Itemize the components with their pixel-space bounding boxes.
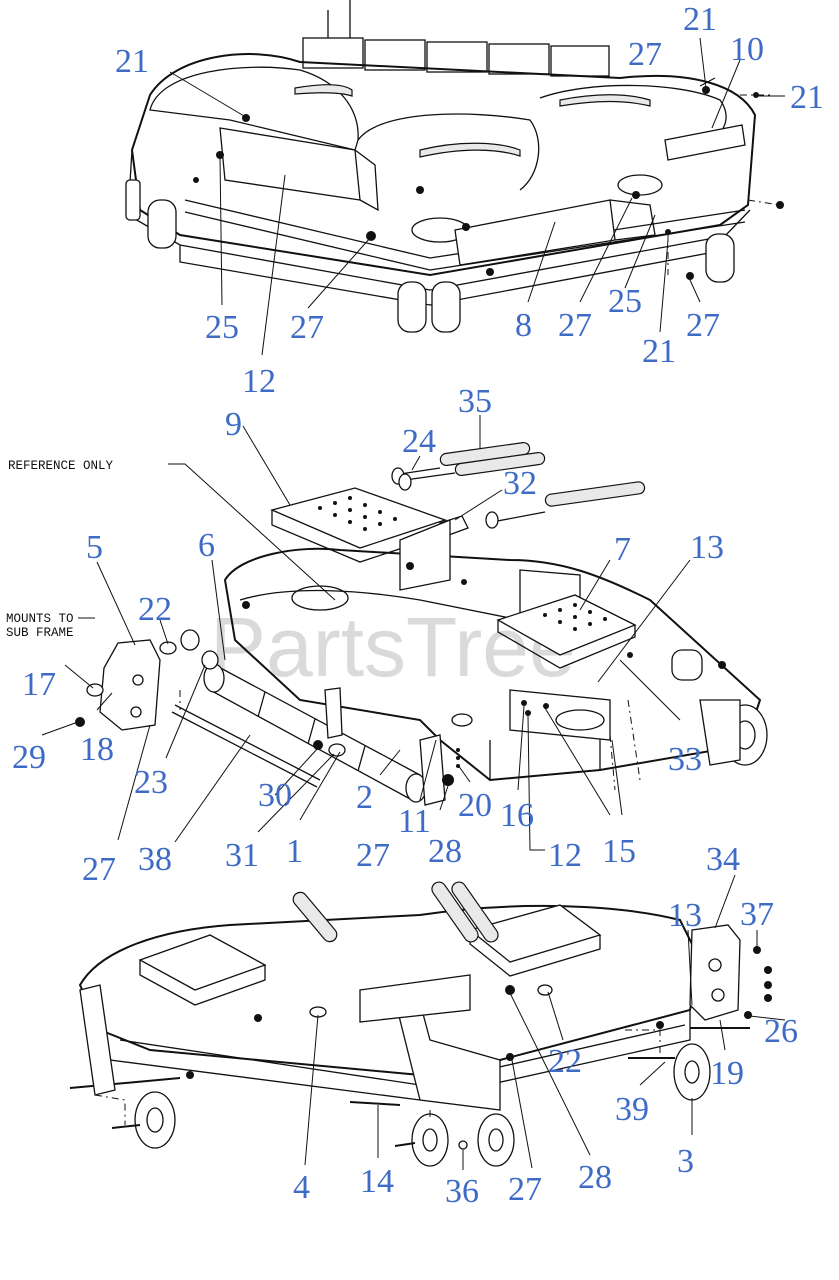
callout-29: 29 <box>12 739 46 776</box>
bracket-5 <box>75 629 219 731</box>
callout-27: 27 <box>628 36 662 73</box>
callout-21: 21 <box>790 79 824 116</box>
callout-12: 12 <box>548 837 582 874</box>
callout-22: 22 <box>138 591 172 628</box>
top-leaders <box>169 37 785 356</box>
callout-3: 3 <box>677 1143 694 1180</box>
callout-14: 14 <box>360 1163 394 1200</box>
callout-23: 23 <box>134 764 168 801</box>
callout-12: 12 <box>242 363 276 400</box>
callout-6: 6 <box>198 527 215 564</box>
callout-13: 13 <box>690 529 724 566</box>
bottom-hardware <box>186 946 772 1079</box>
callout-21: 21 <box>642 333 676 370</box>
callout-27: 27 <box>356 837 390 874</box>
callout-20: 20 <box>458 787 492 824</box>
rear-panels <box>302 0 610 77</box>
middle-hardware <box>242 562 726 786</box>
callout-37: 37 <box>740 896 774 933</box>
callout-28: 28 <box>428 833 462 870</box>
plate-9-holes <box>318 496 397 531</box>
mounts-to-note-line2: SUB FRAME <box>6 626 74 640</box>
callout-16: 16 <box>500 797 534 834</box>
callout-4: 4 <box>293 1169 310 1206</box>
callout-27: 27 <box>82 851 116 888</box>
callout-38: 38 <box>138 841 172 878</box>
callout-19: 19 <box>710 1055 744 1092</box>
middle-leaders <box>41 415 691 851</box>
callout-27: 27 <box>686 307 720 344</box>
deck-middle-view <box>75 441 768 806</box>
callout-13: 13 <box>668 897 702 934</box>
reference-only-note: REFERENCE ONLY <box>8 459 114 473</box>
plate-7-holes <box>543 603 607 631</box>
deck-bottom-view <box>69 881 772 1167</box>
callout-32: 32 <box>503 465 537 502</box>
callout-15: 15 <box>602 833 636 870</box>
callout-25: 25 <box>608 283 642 320</box>
callout-11: 11 <box>398 803 431 840</box>
callout-17: 17 <box>22 666 56 703</box>
springs-35 <box>399 441 646 523</box>
callout-26: 26 <box>764 1013 798 1050</box>
top-wheels <box>125 179 735 333</box>
callout-2: 2 <box>356 779 373 816</box>
callout-30: 30 <box>258 777 292 814</box>
callout-28: 28 <box>578 1159 612 1196</box>
callout-10: 10 <box>730 31 764 68</box>
callout-7: 7 <box>614 531 631 568</box>
callout-27: 27 <box>508 1171 542 1208</box>
callout-25: 25 <box>205 309 239 346</box>
callout-34: 34 <box>706 841 740 878</box>
callout-39: 39 <box>615 1091 649 1128</box>
callout-33: 33 <box>668 741 702 778</box>
callout-36: 36 <box>445 1173 479 1210</box>
callout-21: 21 <box>115 43 149 80</box>
mounts-to-note-line1: MOUNTS TO <box>6 612 74 626</box>
callout-1: 1 <box>286 833 303 870</box>
callout-35: 35 <box>458 383 492 420</box>
callout-labels: 21 21 27 10 21 25 27 12 8 27 25 21 27 9 … <box>12 1 824 1210</box>
callout-9: 9 <box>225 406 242 443</box>
callout-22: 22 <box>548 1043 582 1080</box>
bolts-24 <box>391 467 499 529</box>
callout-24: 24 <box>402 423 436 460</box>
callout-27: 27 <box>290 309 324 346</box>
bottom-leaders <box>304 874 786 1170</box>
callout-27: 27 <box>558 307 592 344</box>
roller-2 <box>203 663 446 806</box>
callout-8: 8 <box>515 307 532 344</box>
callout-31: 31 <box>225 837 259 874</box>
deck-shell-top-view <box>125 0 784 333</box>
callout-5: 5 <box>86 529 103 566</box>
callout-21: 21 <box>683 1 717 38</box>
callout-18: 18 <box>80 731 114 768</box>
